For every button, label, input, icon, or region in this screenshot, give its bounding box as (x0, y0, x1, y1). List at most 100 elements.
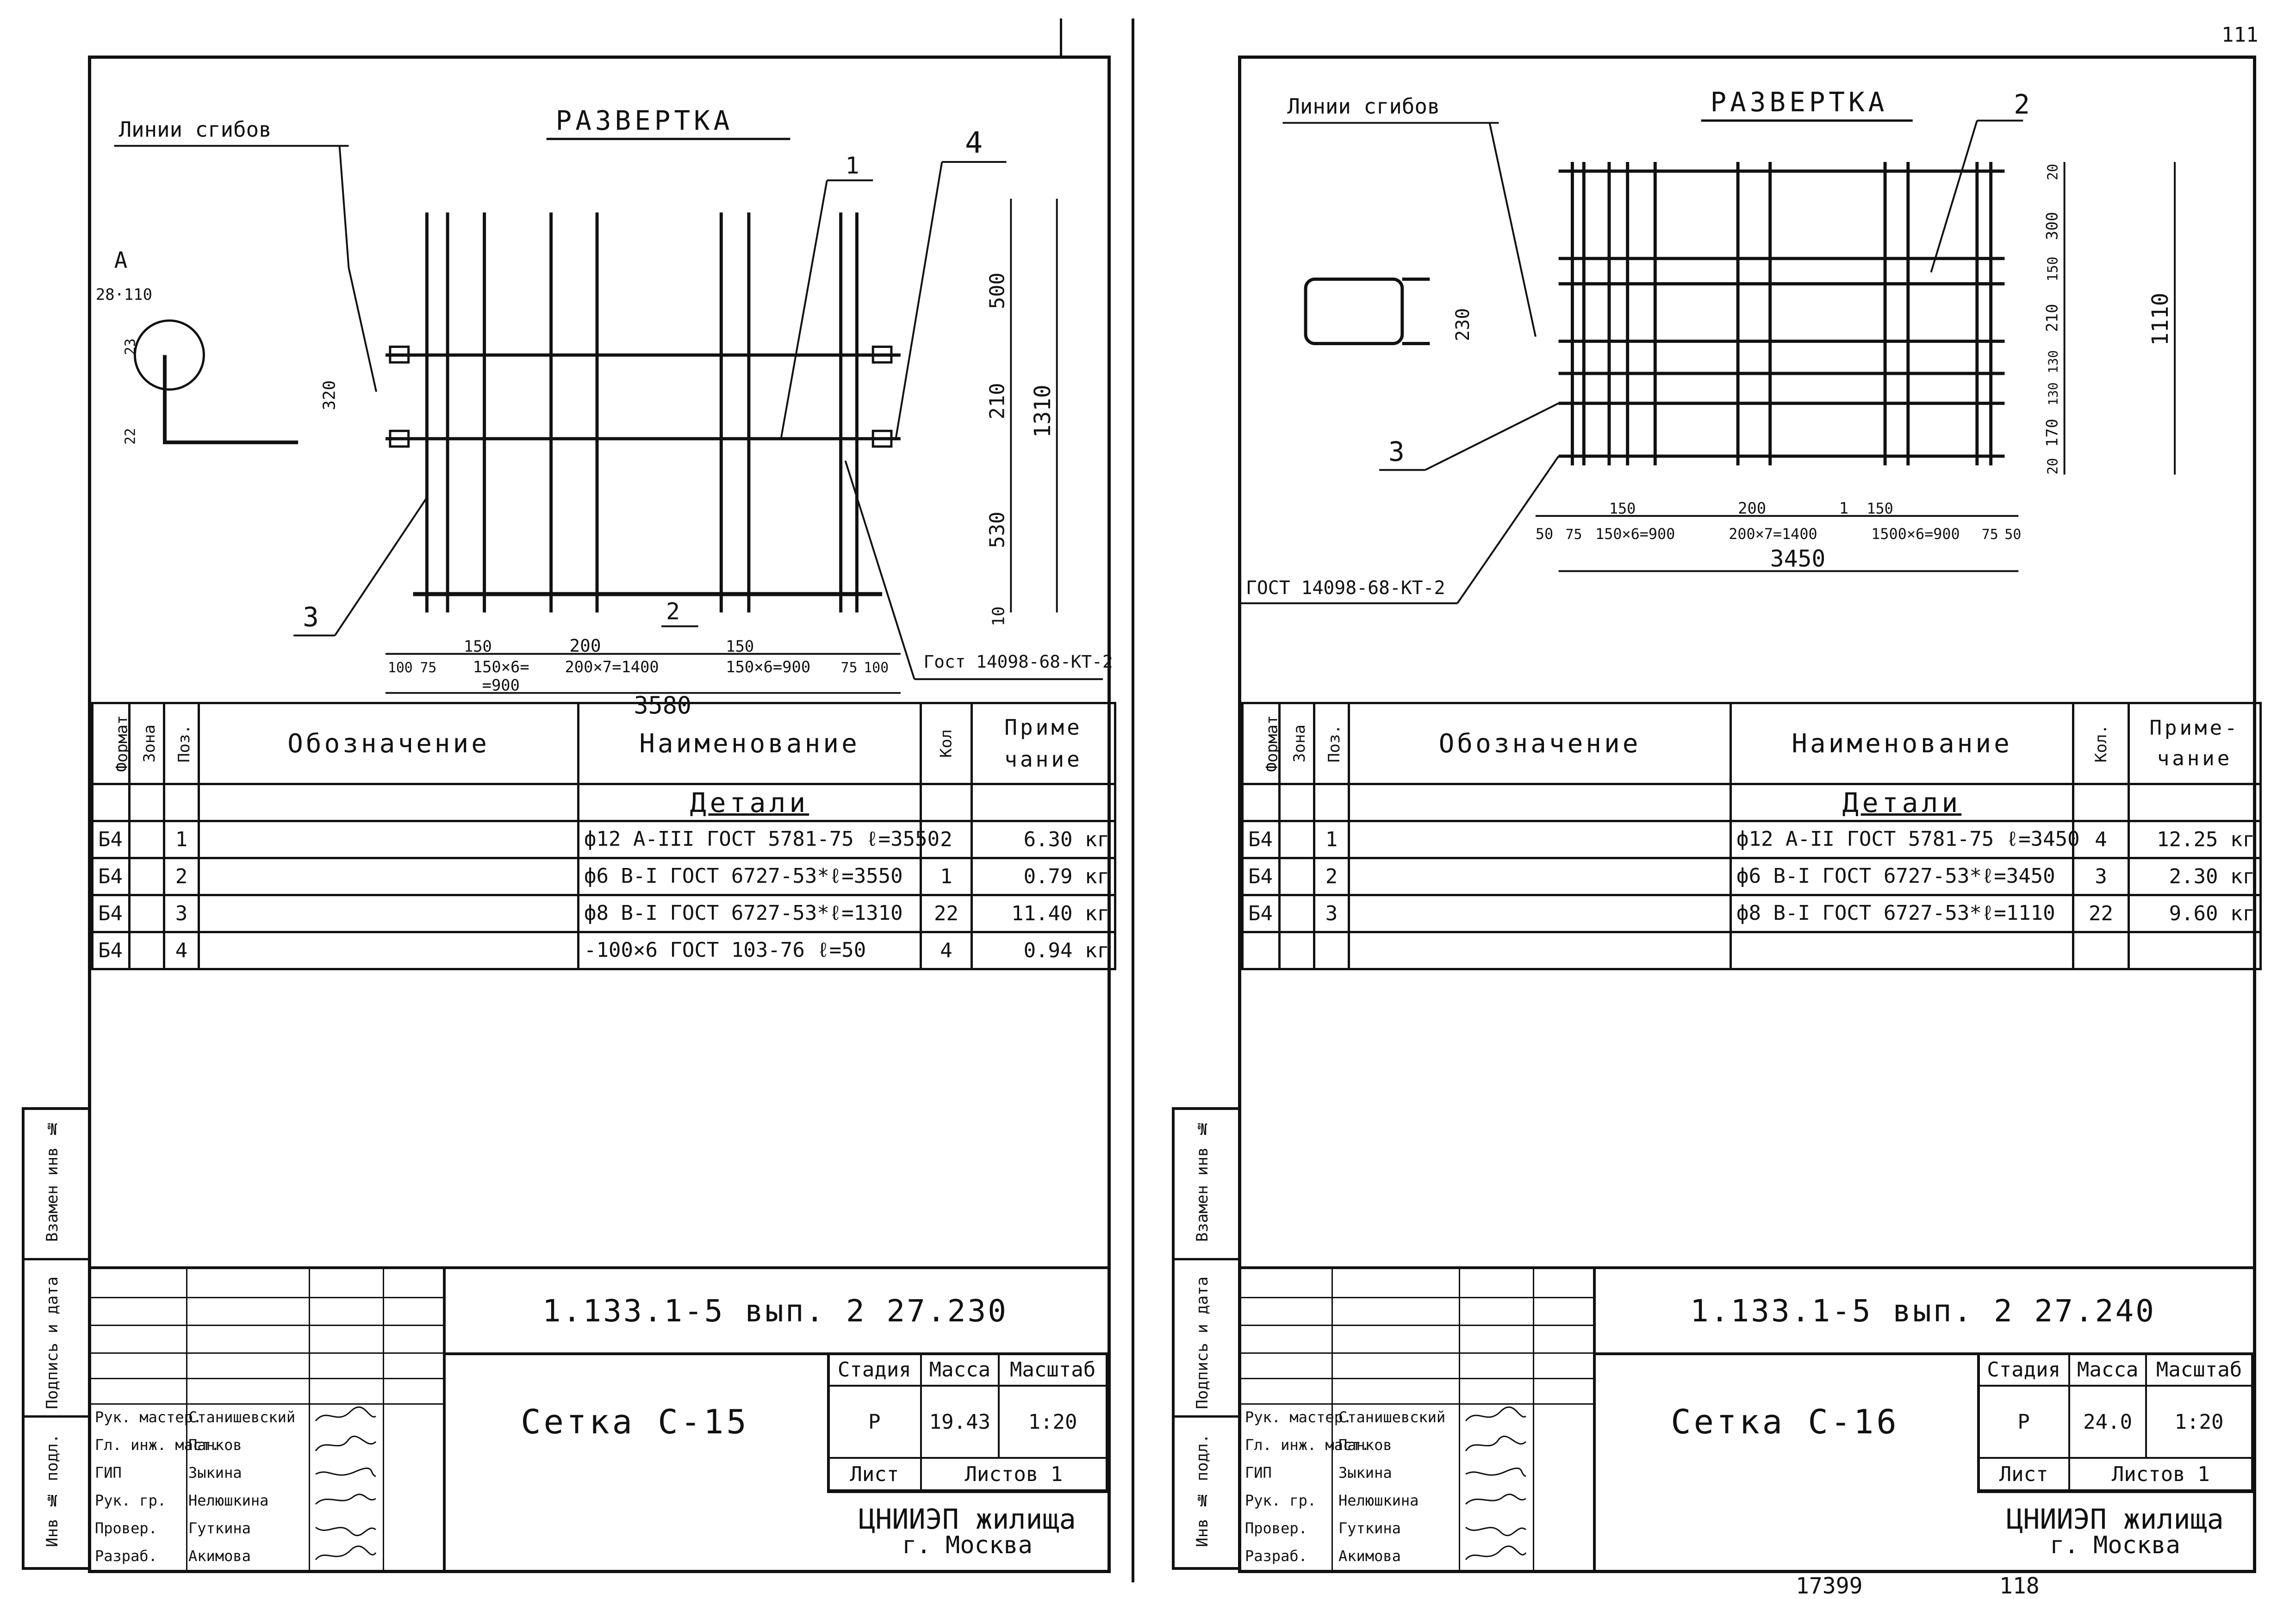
svg-text:200: 200 (1738, 499, 1766, 517)
table-row: Б4 4 -100×6 ГОСТ 103-76 ℓ=50 4 0.94 кг (91, 931, 1116, 970)
svg-text:75: 75 (1982, 527, 1998, 543)
scale-value: 1:20 (998, 1385, 1108, 1459)
svg-text:75: 75 (1566, 527, 1582, 543)
svg-text:150: 150 (2045, 257, 2061, 282)
col-pos: Поз. (163, 702, 200, 785)
stamp-replace: Взамен инв № (43, 1119, 62, 1242)
footer-number-2: 118 (1999, 1573, 2040, 1599)
callout-3: 3 (1388, 436, 1405, 467)
svg-text:300: 300 (2043, 212, 2061, 240)
list-item: Рук. гр.Нелюшкина (1241, 1487, 1593, 1514)
dim-100-left: 100 (388, 660, 413, 676)
list-item: Провер.Гуткина (91, 1514, 443, 1542)
mass-value: 24.0 (2068, 1385, 2147, 1459)
stamp-signature: Подпись и дата (43, 1277, 62, 1409)
signatures: Рук. мастер.Станишевский Гл. инж. маст.П… (91, 1403, 443, 1570)
dim-230: 230 (1452, 308, 1474, 341)
gost-note: Гост 14098-68-КТ-2 (924, 651, 1113, 672)
document-code: 1.133.1-5 вып. 2 27.230 (443, 1269, 1108, 1355)
table-row: Б4 1 ф12 А-III ГОСТ 5781-75 ℓ=3550 2 6.3… (91, 820, 1116, 859)
stamp-inventory: Инв № подл. (43, 1434, 62, 1547)
side-stamp: Взамен инв № Подпись и дата Инв № подл. (22, 1107, 88, 1570)
svg-text:130: 130 (2046, 382, 2061, 405)
svg-text:150: 150 (1609, 500, 1636, 517)
list-item: Провер.Гуткина (1241, 1514, 1593, 1542)
svg-text:20: 20 (2045, 164, 2061, 180)
dim-500: 500 (985, 273, 1009, 309)
fold-lines-label: Линии сгибов (119, 117, 272, 142)
stage-value: Р (827, 1385, 922, 1459)
list-item: Разраб.Акимова (91, 1542, 443, 1570)
dim-75-right: 75 (841, 660, 858, 676)
col-zone: Зона (1278, 702, 1315, 785)
table-row: Б4 1 ф12 А-II ГОСТ 5781-75 ℓ=3450 4 12.2… (1241, 820, 2262, 859)
dim-150-b: 150 (726, 637, 754, 655)
fold-lines-label: Линии сгибов (1287, 94, 1440, 119)
col-qty: Кол. (2072, 702, 2130, 785)
title-block: Рук. мастер.Станишевский Гл. инж. маст.П… (1241, 1266, 2253, 1570)
table-row (1241, 931, 2262, 970)
spec-table: Формат Зона Поз. Обозначение Наименовани… (91, 702, 1116, 970)
dim-150x6-b: 150×6=900 (726, 658, 810, 676)
col-pos: Поз. (1313, 702, 1350, 785)
callout-1: 1 (846, 152, 859, 179)
col-format: Формат (1241, 702, 1281, 785)
top-tick (1060, 19, 1062, 56)
svg-text:150: 150 (1867, 500, 1893, 517)
side-stamp: Взамен инв № Подпись и дата Инв № подл. (1172, 1107, 1238, 1570)
dim-150x6-a: 150×6= (473, 658, 529, 676)
dim-900-a: =900 (482, 676, 520, 694)
svg-text:20: 20 (2045, 458, 2061, 475)
dim-75-left: 75 (420, 660, 436, 676)
col-name: Наименование (1730, 702, 2074, 785)
drawing-title: РАЗВЕРТКА (556, 105, 734, 136)
svg-text:150×6=900: 150×6=900 (1595, 526, 1675, 543)
table-row: Детали (1241, 783, 2262, 822)
footer-number-1: 17399 (1796, 1573, 1863, 1599)
fold-divider (1132, 19, 1134, 1582)
col-note: Приме-чание (2128, 702, 2262, 785)
page-corner-number: 111 (2221, 23, 2259, 47)
signatures: Рук. мастер.Станишевский Гл. инж. маст.П… (1241, 1403, 1593, 1570)
table-row: Б4 3 ф8 В-I ГОСТ 6727-53*ℓ=1310 22 11.40… (91, 894, 1116, 933)
dim-23: 23 (122, 338, 138, 355)
dim-200: 200 (569, 635, 601, 656)
svg-text:50: 50 (1536, 526, 1553, 543)
callout-2: 2 (2014, 89, 2030, 120)
col-qty: Кол (920, 702, 973, 785)
table-row: Б4 3 ф8 В-I ГОСТ 6727-53*ℓ=1110 22 9.60 … (1241, 894, 2262, 933)
svg-text:210: 210 (2043, 304, 2061, 332)
dim-1110: 1110 (2148, 293, 2173, 346)
dim-200x7: 200×7=1400 (565, 658, 659, 676)
svg-text:200×7=1400: 200×7=1400 (1729, 526, 1817, 543)
list-item: Гл. инж. маст.Панков (1241, 1431, 1593, 1459)
detail-size: 28·110 (96, 285, 152, 304)
dim-100-right: 100 (864, 660, 889, 676)
document-code: 1.133.1-5 вып. 2 27.240 (1593, 1269, 2253, 1355)
group-details: Детали (577, 783, 922, 822)
dim-10: 10 (989, 607, 1008, 626)
list-item: Гл. инж. маст.Панков (91, 1431, 443, 1459)
dim-1310: 1310 (1030, 384, 1056, 438)
list-item: Разраб.Акимова (1241, 1542, 1593, 1570)
dim-150-a: 150 (464, 637, 492, 655)
svg-text:1: 1 (1839, 499, 1848, 517)
rebar-unfold-svg: РАЗВЕРТКА Линии сгибов А 28·110 320 23 2… (96, 105, 1113, 719)
document-name: Сетка С-16 (1593, 1352, 1980, 1491)
list-item: Рук. мастер.Станишевский (91, 1403, 443, 1431)
drawing-sheet-left: Взамен инв № Подпись и дата Инв № подл. … (22, 56, 1116, 1573)
dim-530: 530 (985, 512, 1009, 548)
table-row: Б4 2 ф6 В-I ГОСТ 6727-53*ℓ=3550 1 0.79 к… (91, 857, 1116, 896)
list-item: Рук. мастер.Станишевский (1241, 1403, 1593, 1431)
svg-text:170: 170 (2043, 419, 2061, 447)
col-designation: Обозначение (198, 702, 579, 785)
unfold-drawing: Линии сгибов РАЗВЕРТКА 2 230 (1241, 59, 2253, 702)
unfold-drawing: РАЗВЕРТКА Линии сгибов А 28·110 320 23 2… (91, 59, 1113, 719)
title-block: Рук. мастер.Станишевский Гл. инж. маст.П… (91, 1266, 1108, 1570)
stage-value: Р (1977, 1385, 2071, 1459)
callout-2: 2 (666, 598, 680, 625)
